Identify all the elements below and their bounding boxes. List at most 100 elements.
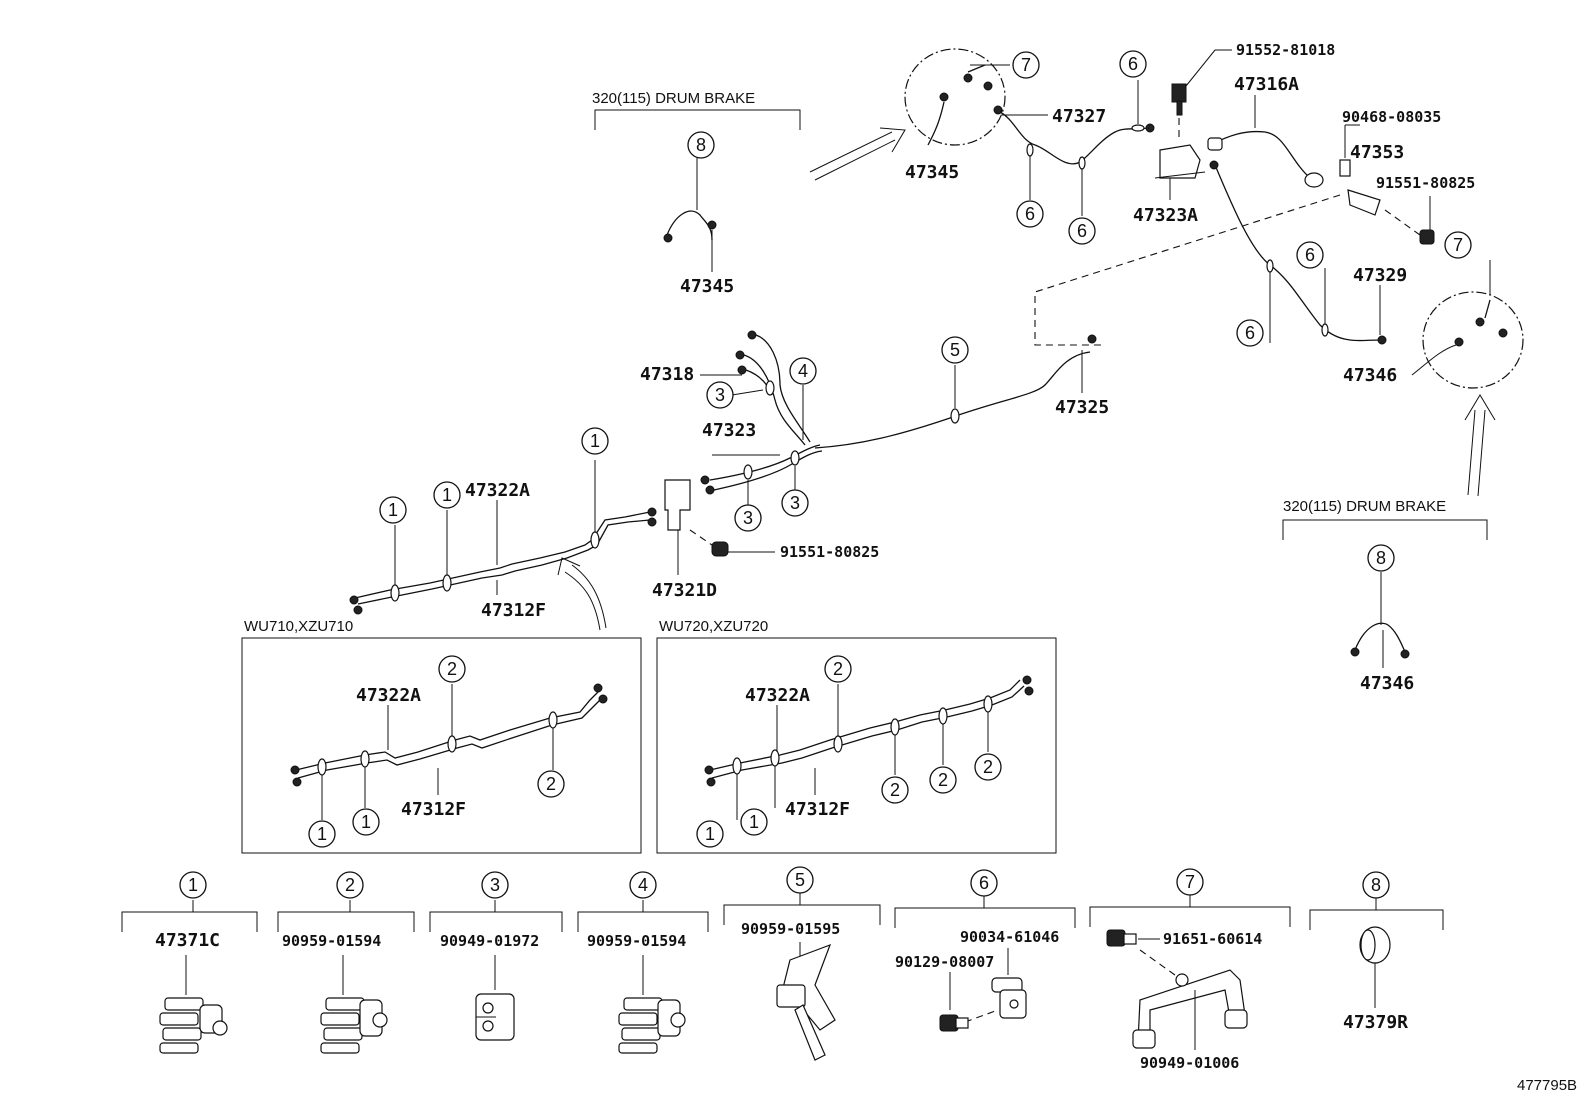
callout-3: 3 <box>781 489 809 517</box>
bolt-icon <box>1419 229 1435 245</box>
box2-title: WU720,XZU720 <box>659 618 768 635</box>
svg-text:2: 2 <box>447 659 457 679</box>
svg-text:1: 1 <box>590 431 600 451</box>
svg-text:5: 5 <box>950 340 960 360</box>
svg-text:1: 1 <box>317 824 327 844</box>
part-47323A-label: 47323A <box>1133 205 1198 226</box>
callout-3: 3 <box>706 381 734 409</box>
callout-1: 1 <box>581 427 609 455</box>
callout-8: 8 <box>1362 871 1390 899</box>
callout-6: 6 <box>1068 217 1096 245</box>
callout-2: 2 <box>438 655 466 683</box>
legend-7-part-b-label: 90949-01006 <box>1140 1054 1239 1072</box>
svg-text:6: 6 <box>979 873 989 893</box>
svg-text:6: 6 <box>1305 245 1315 265</box>
valve-icon <box>664 479 691 531</box>
legend-7-part-a-label: 91651-60614 <box>1163 930 1262 948</box>
legend-2-part-label: 90959-01594 <box>282 932 381 950</box>
svg-text:2: 2 <box>833 659 843 679</box>
svg-text:6: 6 <box>1245 323 1255 343</box>
flare-nut-icon <box>663 233 673 243</box>
part-47325-label: 47325 <box>1055 397 1109 418</box>
legend-5-part-label: 90959-01595 <box>741 920 840 938</box>
front-wheel-detail: 47345 47327 91552-81018 47323A 47316A <box>904 41 1524 497</box>
callout-8: 8 <box>687 131 715 159</box>
callout-6: 6 <box>1016 200 1044 228</box>
svg-text:1: 1 <box>361 812 371 832</box>
part-47327-label: 47327 <box>1052 106 1106 127</box>
callout-5: 5 <box>941 336 969 364</box>
svg-text:5: 5 <box>795 870 805 890</box>
part-47322A-label: 47322A <box>465 480 530 501</box>
drum-brake-left-group: 320(115) DRUM BRAKE 47345 <box>592 90 801 297</box>
legend-row: 47371C 90959-01594 90949-01972 <box>121 893 1444 1072</box>
part-47323-label: 47323 <box>702 420 756 441</box>
part-47346-label: 47346 <box>1360 673 1414 694</box>
main-tube-assembly: 47322A 47312F 47321D 91551-80825 47323 <box>349 330 1109 631</box>
svg-text:2: 2 <box>345 875 355 895</box>
callout-2: 2 <box>881 776 909 804</box>
part-47345-label: 47345 <box>905 162 959 183</box>
callout-6: 6 <box>970 869 998 897</box>
clip-90034-61046-icon <box>991 977 1027 1019</box>
svg-text:8: 8 <box>696 135 706 155</box>
drum-brake-outline <box>1422 291 1524 389</box>
arrow-icon <box>557 557 607 631</box>
callout-6: 6 <box>1119 50 1147 78</box>
svg-text:1: 1 <box>188 875 198 895</box>
callout-2: 2 <box>336 871 364 899</box>
callout-1: 1 <box>352 808 380 836</box>
callout-2: 2 <box>824 655 852 683</box>
part-47353-label: 47353 <box>1350 142 1404 163</box>
bolt-90129-08007-icon <box>939 1014 969 1032</box>
part-47345-label: 47345 <box>680 276 734 297</box>
variant-box-wu710: WU710,XZU710 47322A 47312F <box>241 618 642 854</box>
part-91551-80825-label: 91551-80825 <box>1376 174 1475 192</box>
callout-7: 7 <box>1012 51 1040 79</box>
callout-2: 2 <box>537 770 565 798</box>
clamp-90959-01594-icon <box>618 997 686 1054</box>
callout-circles: 8 7 6 6 6 6 6 7 5 4 3 3 3 1 1 1 8 2 2 1 … <box>179 50 1472 899</box>
legend-4-part-label: 90959-01594 <box>587 932 686 950</box>
svg-text:6: 6 <box>1077 221 1087 241</box>
svg-text:3: 3 <box>790 493 800 513</box>
svg-text:1: 1 <box>442 485 452 505</box>
callout-3: 3 <box>481 871 509 899</box>
box2-part-47312F-label: 47312F <box>785 799 850 820</box>
box2-part-47322A-label: 47322A <box>745 685 810 706</box>
clamp-90949-01972-icon <box>475 993 515 1041</box>
svg-text:1: 1 <box>388 500 398 520</box>
callout-7: 7 <box>1176 868 1204 896</box>
variant-box-wu720: WU720,XZU720 47322A 47312F <box>656 618 1057 854</box>
callout-3: 3 <box>734 504 762 532</box>
part-91552-81018-label: 91552-81018 <box>1236 41 1335 59</box>
svg-text:1: 1 <box>749 812 759 832</box>
drum-brake-left-note: 320(115) DRUM BRAKE <box>592 90 755 107</box>
drum-brake-outline <box>904 48 1006 146</box>
svg-text:3: 3 <box>715 385 725 405</box>
callout-4: 4 <box>629 871 657 899</box>
drawing-number: 477795B <box>1517 1077 1577 1094</box>
bolt-icon <box>1171 83 1187 103</box>
box1-part-47322A-label: 47322A <box>356 685 421 706</box>
part-90468-08035-label: 90468-08035 <box>1342 108 1441 126</box>
svg-text:2: 2 <box>938 770 948 790</box>
box1-title: WU710,XZU710 <box>244 618 353 635</box>
callout-2: 2 <box>974 753 1002 781</box>
callout-6: 6 <box>1296 241 1324 269</box>
callout-1: 1 <box>740 808 768 836</box>
svg-text:7: 7 <box>1021 55 1031 75</box>
svg-text:2: 2 <box>546 774 556 794</box>
flare-nut-icon <box>707 220 717 230</box>
callout-5: 5 <box>786 866 814 894</box>
part-47329-label: 47329 <box>1353 265 1407 286</box>
legend-1-part-label: 47371C <box>155 930 220 951</box>
callout-4: 4 <box>789 357 817 385</box>
legend-8-part-label: 47379R <box>1343 1012 1408 1033</box>
svg-text:6: 6 <box>1025 204 1035 224</box>
part-91551-80825-label: 91551-80825 <box>780 543 879 561</box>
svg-text:3: 3 <box>490 875 500 895</box>
part-47316A-label: 47316A <box>1234 74 1299 95</box>
svg-text:4: 4 <box>798 361 808 381</box>
